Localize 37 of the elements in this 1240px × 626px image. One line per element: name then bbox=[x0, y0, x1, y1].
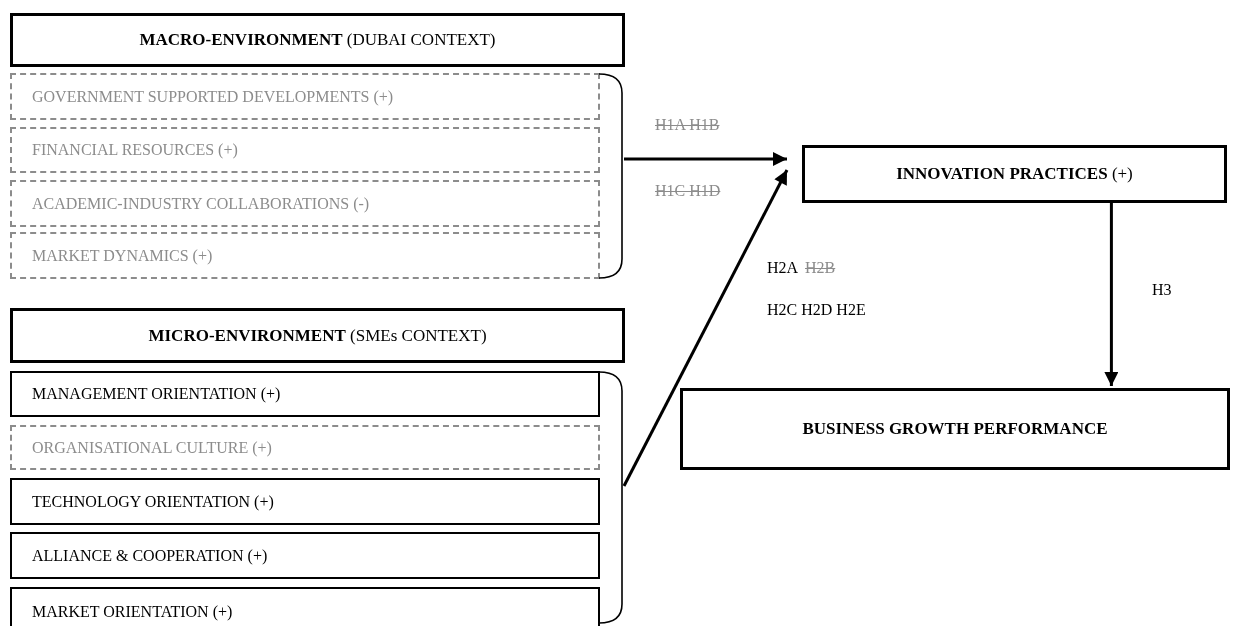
node-label: MANAGEMENT ORIENTATION (+) bbox=[32, 385, 281, 403]
node-box bbox=[10, 308, 625, 363]
arrow bbox=[624, 152, 787, 166]
node-label: MACRO-ENVIRONMENT (DUBAI CONTEXT) bbox=[139, 30, 496, 50]
arrow bbox=[1104, 203, 1119, 386]
hypothesis-label: H1A H1B bbox=[655, 116, 720, 134]
node-label: FINANCIAL RESOURCES (+) bbox=[32, 141, 238, 159]
node-label: TECHNOLOGY ORIENTATION (+) bbox=[32, 492, 274, 511]
node-label: GOVERNMENT SUPPORTED DEVELOPMENTS (+) bbox=[32, 87, 394, 106]
hypothesis-label: H2C H2D H2E bbox=[767, 301, 866, 319]
node-box bbox=[802, 145, 1227, 203]
node-box bbox=[10, 425, 600, 470]
edge-label: H3 bbox=[1152, 281, 1172, 299]
node-box bbox=[10, 232, 600, 279]
node-label: INNOVATION PRACTICES (+) bbox=[896, 164, 1133, 184]
node-box bbox=[10, 532, 600, 579]
hypothesis-label: H1C H1D bbox=[655, 182, 721, 200]
node-label: MARKET ORIENTATION (+) bbox=[32, 603, 233, 621]
node-box bbox=[680, 388, 1230, 470]
node-label: MARKET DYNAMICS (+) bbox=[32, 246, 213, 265]
node-box bbox=[10, 13, 625, 67]
node-label: ALLIANCE & COOPERATION (+) bbox=[32, 546, 268, 565]
node-label: MICRO-ENVIRONMENT (SMEs CONTEXT) bbox=[148, 325, 487, 346]
node-box bbox=[10, 478, 600, 525]
curly-brace bbox=[599, 73, 625, 279]
curly-brace bbox=[599, 371, 625, 624]
node-label: ACADEMIC-INDUSTRY COLLABORATIONS (-) bbox=[32, 194, 370, 213]
node-box bbox=[10, 127, 600, 173]
hypothesis-label: H2B bbox=[805, 259, 836, 277]
node-box bbox=[10, 73, 600, 120]
node-label: ORGANISATIONAL CULTURE (+) bbox=[32, 438, 272, 457]
arrow bbox=[622, 169, 789, 487]
node-label: BUSINESS GROWTH PERFORMANCE bbox=[802, 419, 1108, 439]
node-box bbox=[10, 371, 600, 417]
hypothesis-label: H2A bbox=[767, 259, 799, 277]
node-box bbox=[10, 180, 600, 227]
node-box bbox=[10, 587, 600, 626]
